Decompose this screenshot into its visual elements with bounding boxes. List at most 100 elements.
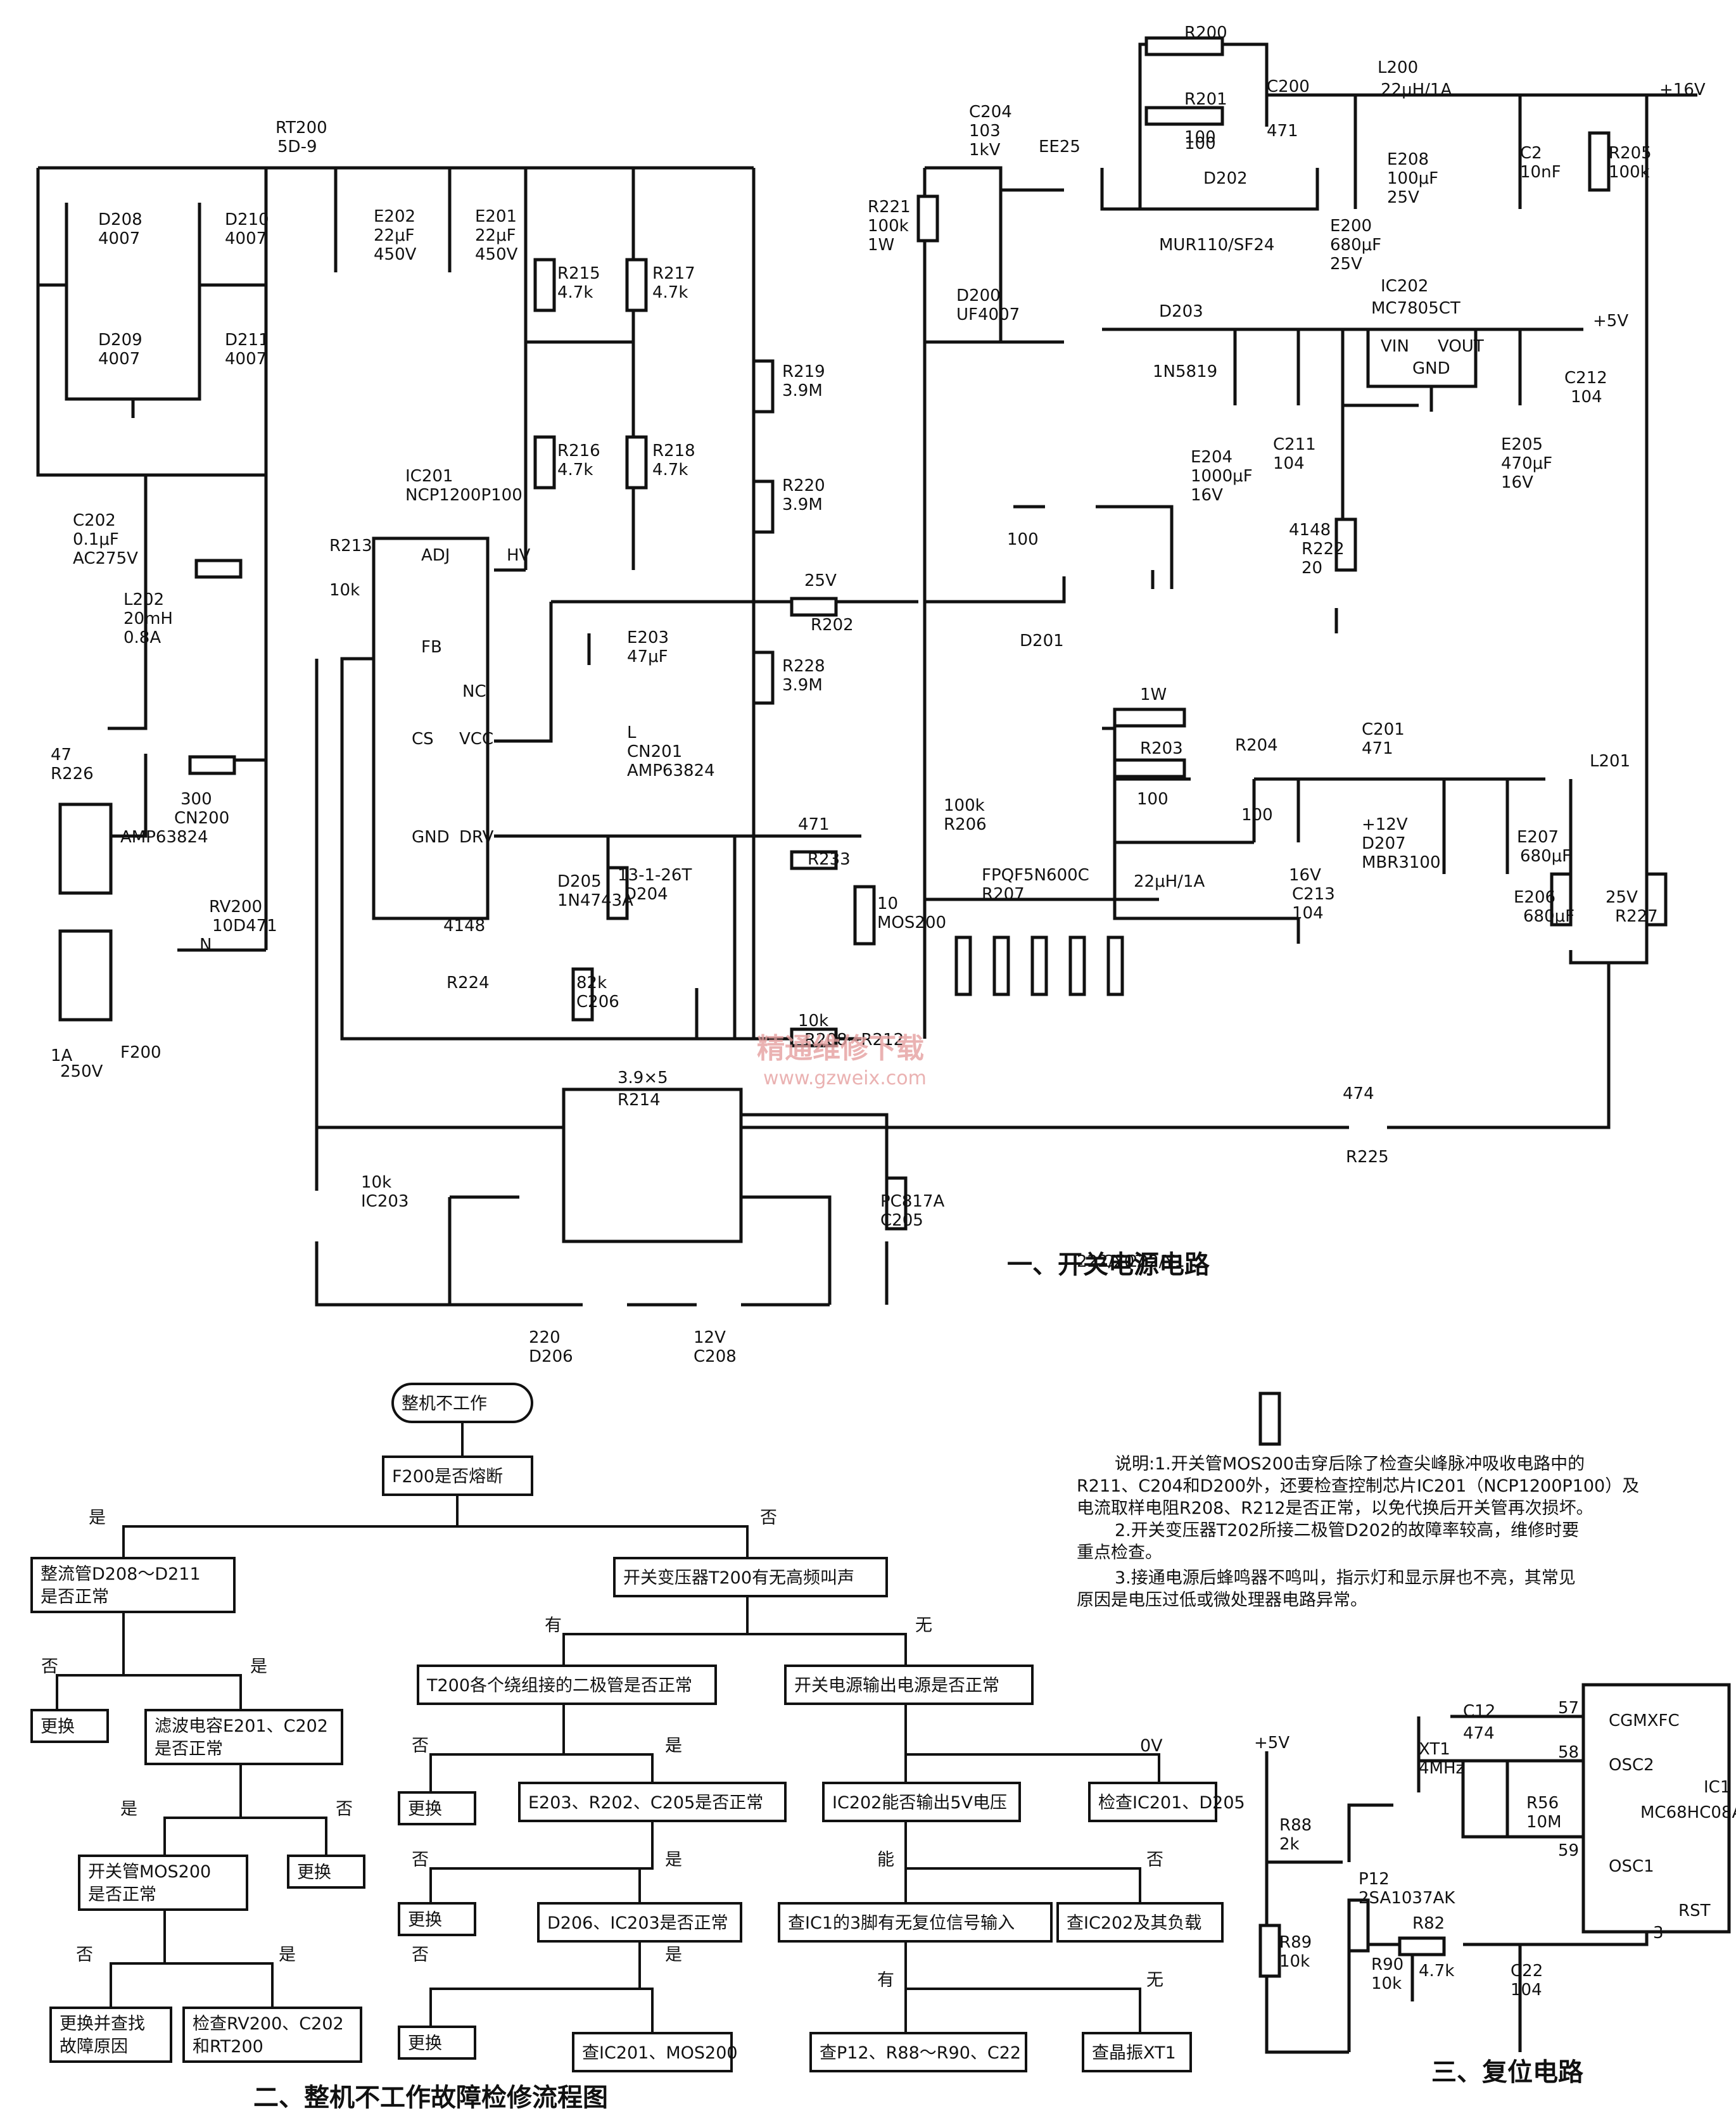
component-label: D201: [1020, 631, 1064, 650]
component-label: D202: [1203, 169, 1248, 188]
wire: [36, 168, 268, 477]
component-label: 222/Y1: [1127, 1252, 1185, 1271]
flowchart-node-label: IC202能否输出5V电压: [832, 1793, 1007, 1813]
flowchart-node: [809, 2032, 1027, 2072]
component-label: 4.7k: [1419, 1962, 1454, 1981]
component-label: C204: [969, 103, 1012, 122]
component-label: 100: [1184, 134, 1216, 153]
component-label: C12: [1463, 1702, 1495, 1721]
component-body: [790, 1027, 838, 1048]
component-label: 100: [1241, 806, 1273, 825]
flowchart-node: [1082, 2032, 1192, 2072]
component-label: 100μF: [1387, 169, 1438, 188]
component-label: 16V: [1289, 866, 1321, 885]
component-label: P12: [1359, 1870, 1390, 1889]
flowchart-node-label: 更换: [41, 1717, 75, 1737]
flowchart-node-label: D206、IC203是否正常: [547, 1913, 728, 1933]
component-body: [194, 559, 243, 579]
component-label: 16V: [1191, 486, 1223, 505]
component-body: [853, 885, 876, 946]
component-label: 59: [1558, 1841, 1579, 1860]
component-label: 680μF: [1523, 907, 1574, 926]
flowchart-node-label: 是否正常: [41, 1587, 109, 1607]
component-label: RST: [1678, 1901, 1711, 1920]
component-label: MOS200: [877, 913, 946, 932]
component-label: 5D-9: [277, 137, 317, 156]
component-label: RT200: [276, 118, 327, 137]
circuit-labels: R200100R201100C200471L20022μH/1A+16VC204…: [51, 23, 1736, 2000]
wire: [1609, 95, 1649, 965]
component-label: 474: [1343, 1084, 1374, 1103]
component-label: 680μF: [1330, 236, 1381, 255]
component-label: EE25: [1039, 137, 1080, 156]
component-body: [562, 1088, 743, 1243]
component-body: [1366, 327, 1478, 388]
flowchart-node: [144, 1709, 343, 1765]
component-body: [1258, 1392, 1281, 1446]
component-label: 104: [1273, 454, 1305, 473]
component-body: [1398, 1936, 1446, 1956]
component-label: 20: [1302, 559, 1322, 578]
component-body: [1144, 36, 1224, 56]
component-label: D207: [1362, 834, 1406, 853]
flowchart-node-label: 故障原因: [60, 2037, 128, 2057]
component-label: E200: [1330, 217, 1372, 236]
note-line: R211、C204和D200外，还要检查控制芯片IC201（NCP1200P10…: [1077, 1476, 1639, 1496]
component-label: 0.1μF: [73, 530, 119, 549]
watermark-url: www.gzweix.com: [763, 1067, 927, 1089]
component-body: [1030, 935, 1048, 996]
component-label: IC202: [1381, 277, 1428, 296]
component-label: R202: [811, 616, 854, 635]
component-label: 104: [1511, 1981, 1542, 2000]
component-body: [58, 929, 113, 1022]
wire: [1417, 1759, 1583, 1792]
component-label: 57: [1558, 1699, 1579, 1718]
component-label: 104: [1571, 388, 1602, 407]
flowchart-edge: [904, 1704, 1160, 1783]
component-label: L: [627, 723, 637, 742]
flowchart-edge: [163, 1764, 242, 1856]
component-label: MUR110/SF24: [1159, 236, 1274, 255]
component-label: 10M: [1526, 1813, 1562, 1832]
component-body: [752, 479, 775, 534]
title-flowchart: 二、整机不工作故障检修流程图: [253, 2083, 608, 2112]
component-label: 10k: [361, 1173, 391, 1192]
component-label: 3.9M: [782, 676, 823, 695]
component-label: 4.7k: [557, 460, 593, 479]
component-label: 10k: [798, 1011, 828, 1030]
component-label: E204: [1191, 448, 1232, 467]
component-body: [1581, 1683, 1731, 1934]
flowchart-edge: [241, 1817, 327, 1856]
component-body: [1144, 106, 1224, 126]
flowchart-edge-label: 无: [915, 1616, 932, 1635]
component-label: R228: [782, 657, 825, 676]
component-body: [916, 194, 939, 243]
flowchart-edge: [564, 1753, 654, 1783]
component-body: [571, 967, 594, 1022]
component-label: R206: [944, 815, 987, 834]
component-body: [885, 1176, 908, 1231]
component-label: PC817A: [880, 1192, 944, 1211]
component-label: +5V: [1254, 1734, 1289, 1753]
component-label: AMP63824: [627, 761, 715, 780]
component-label: 10: [877, 894, 898, 913]
component-label: 450V: [475, 245, 518, 264]
component-label: 1W: [868, 236, 894, 255]
component-label: MC7805CT: [1371, 299, 1460, 318]
flowchart-node: [382, 1455, 533, 1496]
component-label: 3: [1653, 1924, 1664, 1943]
component-label: R205: [1609, 144, 1652, 163]
component-label: C206: [576, 992, 619, 1011]
flowchart-node: [1088, 1782, 1217, 1822]
component-label: R214: [618, 1091, 661, 1110]
component-label: RV200: [209, 897, 262, 916]
flowchart-node: [30, 1709, 109, 1743]
component-label: 4007: [225, 350, 267, 369]
flowchart-edge: [429, 1941, 641, 2027]
flowchart-node-label: 检查RV200、C202: [193, 2014, 344, 2034]
component-label: C211: [1273, 435, 1316, 454]
flowchart-node-label: 开关管MOS200: [88, 1862, 211, 1882]
flowchart-edge-label: 是: [89, 1508, 106, 1528]
wire: [1113, 779, 1254, 844]
component-label: 3.9×5: [618, 1069, 668, 1088]
